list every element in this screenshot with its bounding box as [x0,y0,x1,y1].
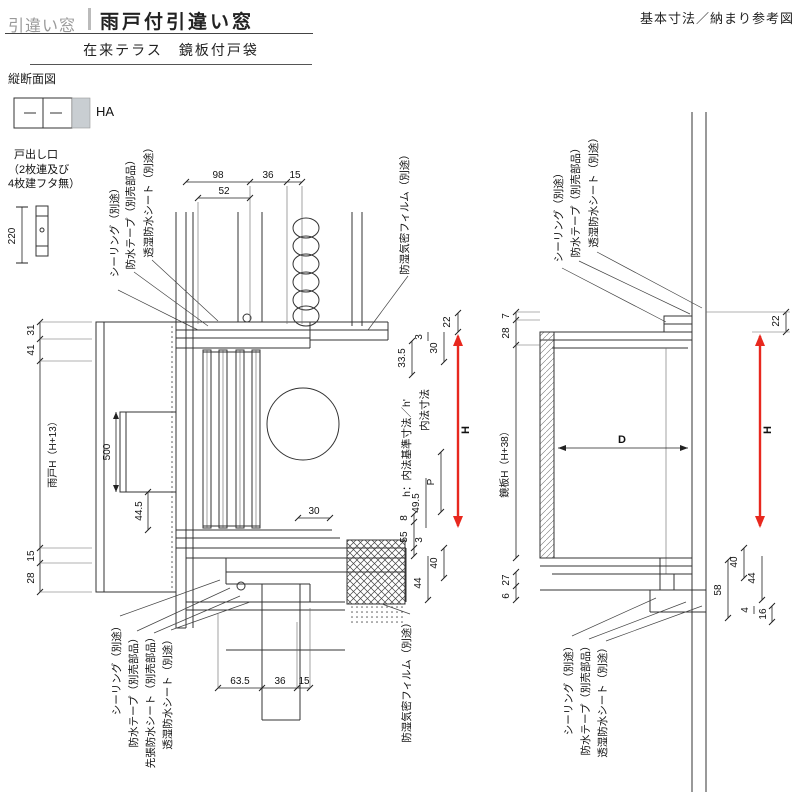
label-sakibari-bottom: 先張防水シート（別売部品） [144,632,157,769]
dim-98: 98 [212,170,224,181]
left-top-dimensions: 98 36 15 52 [182,170,306,324]
right-section-drawing: D 7 28 鏡板H（H+38） 27 6 22 [498,112,790,792]
dim-6: 6 [501,593,512,599]
window-head-assembly [176,313,389,349]
dim-49-5: 49.5 [411,493,422,513]
right-bottom-callouts: シーリング（別途） 防水テープ（別売部品） 透湿防水シート（別途） [562,597,703,758]
dim-36b: 36 [274,676,286,687]
dim-52: 52 [218,186,230,197]
ha-plan-icon [13,97,91,129]
title-divider [88,8,91,30]
page-title: 雨戸付引違い窓 [100,12,255,33]
left-side-dimensions: 31 41 雨戸H（H+13） 15 28 500 44.5 [26,318,152,596]
corner-note: 基本寸法／納まり参考図 [639,11,794,26]
dim-44-5: 44.5 [134,501,145,521]
dim-28: 28 [26,572,37,584]
label-tape-bottom-r: 防水テープ（別売部品） [579,641,592,756]
dim-27: 27 [501,574,512,586]
left-bottom-callouts: シーリング（別途） 防水テープ（別売部品） 先張防水シート（別売部品） 透湿防水… [110,579,413,769]
right-right-dimensions: 22 40 44 58 4 16 [706,308,790,626]
label-sheet-bottom-r: 透湿防水シート（別途） [596,642,609,758]
dim-22r: 22 [771,315,782,327]
dim-41: 41 [26,344,37,356]
dim-P: P [426,478,437,485]
label-film-top: 防湿気密フィルム（別途） [398,149,411,275]
dim-22: 22 [442,316,453,328]
dim-3b: 3 [414,537,425,543]
right-head-rail [540,315,693,349]
dim-30b: 30 [308,506,320,517]
label-sealing-top-r: シーリング（別途） [552,168,565,263]
section-view-label: 縦断面図 [8,72,57,86]
right-D-dimension: D [558,434,688,451]
dim-31: 31 [26,324,37,336]
right-left-dimensions: 7 28 鏡板H（H+38） 27 6 [498,308,540,604]
door-outlet-note-1: （2枚連及び [8,164,70,176]
left-top-callouts: シーリング（別途） 防水テープ（別売部品） 透湿防水シート（別途） 防湿気密フィ… [108,142,411,331]
dim-15c: 15 [298,676,310,687]
dim-8: 8 [399,515,410,521]
dim-7: 7 [501,313,512,319]
label-film-bottom: 防湿気密フィルム（別途） [400,617,413,743]
dim-55: 55 [399,531,410,543]
dim-58: 58 [713,584,724,596]
right-wall-lines [691,112,707,792]
left-wall-lines [175,212,363,629]
dim-220: 220 [7,227,18,244]
sash-profiles [202,349,340,529]
label-sealing-top: シーリング（別途） [108,183,121,278]
dim-3: 3 [414,334,425,340]
label-tape-bottom: 防水テープ（別売部品） [127,633,140,748]
door-outlet-icon [35,205,49,257]
label-sealing-bottom: シーリング（別途） [110,621,123,716]
label-sealing-bottom-r: シーリング（別途） [562,641,575,736]
left-H-dimension-arrow: H [453,334,472,528]
left-bottom-dimensions: 63.5 36 15 [214,608,314,692]
dim-44: 44 [413,577,424,589]
dim-15: 15 [289,170,301,181]
subtitle: 在来テラス 鏡板付戸袋 [30,40,312,65]
window-category-label: 引違い窓 [8,18,77,35]
shutter-box [95,321,177,593]
ha-type-label: HA [96,104,115,119]
dim-D: D [618,434,626,446]
label-tape-top-r: 防水テープ（別売部品） [569,143,582,258]
dim-Hr: H [762,426,774,434]
label-sheet-top-r: 透湿防水シート（別途） [587,132,600,248]
dim-16: 16 [758,608,769,620]
label-kijun-sunpo: h：内法基準寸法／h' [400,399,413,497]
label-sheet-bottom: 透湿防水シート（別途） [161,634,174,750]
label-tape-top: 防水テープ（別売部品） [124,155,137,270]
dim-4: 4 [740,607,751,613]
door-outlet-label: 戸出し口 [14,149,58,161]
dim-63-5: 63.5 [230,676,250,687]
dim-kagamiita-h: 鏡板H（H+38） [498,426,511,497]
right-H-dimension-arrow: H [755,334,774,528]
left-right-dimensions: 22 30 3 33.5 内法寸法 h：内法基準寸法／h' P 49.5 30 [294,309,462,604]
dim-44r: 44 [747,572,758,584]
dim-40: 40 [429,557,440,569]
title-underline [5,33,313,34]
dim-40r: 40 [729,556,740,568]
dim-H: H [460,426,472,434]
dim-33-5: 33.5 [397,348,408,368]
right-top-callouts: シーリング（別途） 防水テープ（別売部品） 透湿防水シート（別途） [552,132,703,323]
dim-amado-h: 雨戸H（H+13） [47,416,59,487]
window-sill-assembly [176,529,407,721]
kagamiita-panel [539,331,667,574]
dim-500: 500 [102,443,113,460]
insulation-coil [292,217,320,327]
legend-dim-220: 220 [7,206,28,264]
label-sheet-top: 透湿防水シート（別途） [142,142,155,258]
door-outlet-note-2: 4枚建フタ無） [8,178,81,190]
label-uchinori: 内法寸法 [418,389,431,431]
dim-30: 30 [429,342,440,354]
dim-15b: 15 [26,550,37,562]
dim-28r: 28 [501,327,512,339]
left-section-drawing: 98 36 15 52 31 41 雨戸H（H+13） 15 28 500 [26,142,472,768]
dim-36: 36 [262,170,274,181]
